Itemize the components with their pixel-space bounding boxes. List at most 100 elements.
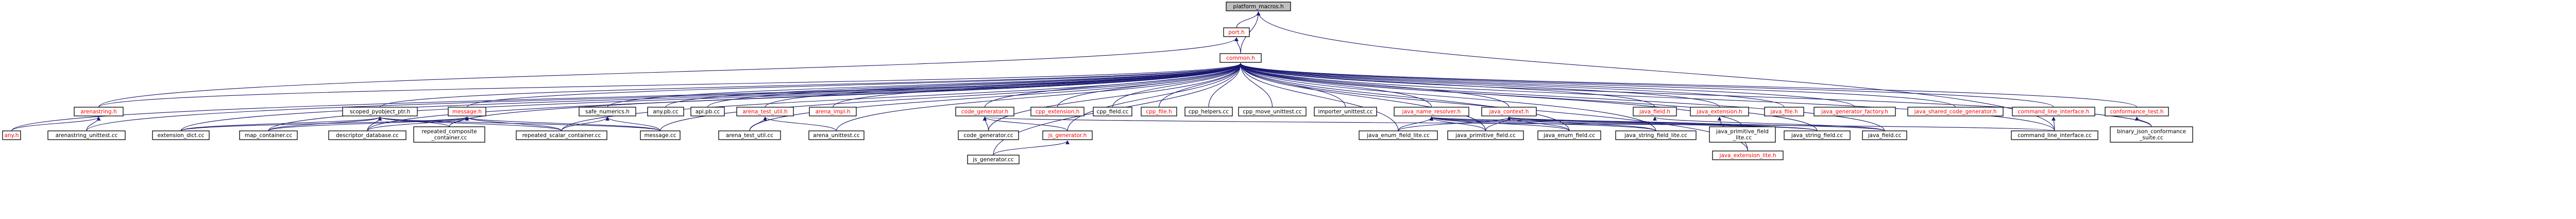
node-importer-unittest-cc[interactable]: importer_unittest.cc [1314, 107, 1377, 116]
edge-command-line-interface-cc-to-common-h [1239, 63, 2055, 131]
node-cpp-extension-h[interactable]: cpp_extension.h [1030, 107, 1084, 116]
node-box [718, 130, 781, 140]
node-cpp-field-cc[interactable]: cpp_field.cc [1093, 107, 1132, 116]
node-code-generator-h[interactable]: code_generator.h [955, 107, 1014, 116]
node-java-extension-h[interactable]: java_extension.h [1690, 107, 1749, 116]
node-label: importer_unittest.cc [1318, 109, 1372, 115]
node-box [1764, 107, 1804, 116]
node-message-h[interactable]: message.h [448, 107, 486, 116]
node-cpp-helpers-cc[interactable]: cpp_helpers.cc [1184, 107, 1233, 116]
node-label: code_generator.h [961, 109, 1008, 115]
node-map-container-cc[interactable]: map_container.cc [239, 130, 298, 140]
node-label: _lite.cc [1733, 135, 1752, 141]
node-box [2011, 130, 2098, 140]
node-label: arena_test_util.cc [726, 132, 773, 139]
edge-arenastring-h-to-port-h [98, 37, 1239, 108]
node-command-line-interface-h[interactable]: command_line_interface.h [2012, 107, 2095, 116]
node-java-string-field-lite-cc[interactable]: java_string_field_lite.cc [1615, 130, 1697, 140]
node-repeated-scalar-container-cc[interactable]: repeated_scalar_container.cc [516, 130, 607, 140]
node-cpp-move-unittest-cc[interactable]: cpp_move_unittest.cc [1238, 107, 1307, 116]
node-java-extension-lite-h[interactable]: java_extension_lite.h [1712, 150, 1784, 160]
node-any-pb-cc[interactable]: any.pb.cc [647, 107, 684, 116]
node-common-h[interactable]: common.h [1219, 53, 1262, 63]
node-js-generator-cc[interactable]: js_generator.cc [967, 155, 1020, 164]
node-scoped-pyobject-ptr-h[interactable]: scoped_pyobject_ptr.h [342, 107, 418, 116]
node-label: arenastring_unittest.cc [56, 132, 118, 139]
node-box [413, 126, 485, 143]
node-box [1633, 107, 1677, 116]
node-box [2105, 107, 2169, 116]
edge-java-string-field-cc-to-java-name-resolver-h [1430, 116, 1818, 131]
edge-java-enum-field-cc-to-java-context-h [1507, 116, 1570, 131]
node-js-generator-h[interactable]: js_generator.h [1042, 130, 1093, 140]
node-label: js_generator.cc [972, 157, 1014, 163]
node-code-generator-cc[interactable]: code_generator.cc [958, 130, 1019, 140]
edge-java-extension-h-to-common-h [1239, 63, 1720, 108]
node-java-context-h[interactable]: java_context.h [1481, 107, 1537, 116]
node-box [1447, 130, 1524, 140]
edge-message-h-to-common-h [466, 63, 1243, 108]
node-label: java_string_field_lite.cc [1624, 132, 1687, 139]
node-label: java_extension.h [1696, 109, 1742, 115]
node-arena-test-util-h[interactable]: arena_test_util.h [736, 107, 794, 116]
edge-java-enum-field-cc-to-java-name-resolver-h [1429, 116, 1570, 131]
node-java-field-cc[interactable]: java_field.cc [1862, 130, 1907, 140]
node-label: api.pb.cc [696, 109, 720, 115]
node-port-h[interactable]: port.h [1223, 27, 1250, 37]
node-label: java_extension_lite.h [1719, 153, 1776, 159]
node-arena-unittest-cc[interactable]: arena_unittest.cc [808, 130, 865, 140]
node-label: cpp_extension.h [1036, 109, 1080, 115]
node-descriptor-database-cc[interactable]: descriptor_database.cc [328, 130, 406, 140]
node-arenastring-unittest-cc[interactable]: arenastring_unittest.cc [47, 130, 126, 140]
node-api-pb-cc[interactable]: api.pb.cc [690, 107, 725, 116]
node-java-enum-field-cc[interactable]: java_enum_field.cc [1537, 130, 1601, 140]
edge-common-h-to-port-h [1234, 37, 1241, 54]
node-java-primitive-field-lite-cc[interactable]: java_primitive_field_lite.cc [1709, 126, 1776, 143]
node-any-h[interactable]: any.h [2, 130, 21, 140]
edge-java-primitive-field-lite-cc-to-java-context-h [1507, 116, 1743, 127]
edge-cpp-field-cc-to-common-h [1112, 63, 1243, 108]
node-java-enum-field-lite-cc[interactable]: java_enum_field_lite.cc [1359, 130, 1438, 140]
edge-extension-dict-cc-to-scoped-pyobject-ptr-h [180, 116, 382, 131]
node-java-primitive-field-cc[interactable]: java_primitive_field.cc [1447, 130, 1524, 140]
node-extension-dict-cc[interactable]: extension_dict.cc [152, 130, 210, 140]
node-box [1226, 2, 1291, 11]
node-arenastring-h[interactable]: arenastring.h [74, 107, 124, 116]
edge-safe-numerics-h-to-common-h [607, 63, 1243, 108]
node-label: java_string_field.cc [1791, 132, 1843, 139]
node-java-string-field-cc[interactable]: java_string_field.cc [1784, 130, 1851, 140]
edge-binary-json-conformance-suite-cc-to-common-h [1239, 63, 2152, 127]
node-box [2110, 126, 2193, 143]
node-label: _suite.cc [2139, 135, 2163, 141]
node-box [640, 130, 681, 140]
node-java-name-resolver-h[interactable]: java_name_resolver.h [1394, 107, 1469, 116]
node-box [736, 107, 794, 116]
node-label: arena_unittest.cc [813, 132, 860, 139]
node-box [1537, 130, 1601, 140]
node-binary-json-conformance-suite-cc[interactable]: binary_json_conformance_suite.cc [2110, 126, 2193, 143]
edge-arena-test-util-cc-to-common-h [749, 63, 1243, 131]
node-safe-numerics-h[interactable]: safe_numerics.h [579, 107, 636, 116]
node-box [1712, 150, 1784, 160]
node-message-cc[interactable]: message.cc [640, 130, 681, 140]
node-java-generator-factory-h[interactable]: java_generator_factory.h [1814, 107, 1896, 116]
node-label: java_field.cc [1868, 132, 1902, 139]
node-arena-impl-h[interactable]: arena_impl.h [809, 107, 857, 116]
node-box [1184, 107, 1233, 116]
node-conformance-test-h[interactable]: conformance_test.h [2105, 107, 2169, 116]
node-box [47, 130, 126, 140]
edge-any-h-to-arenastring-h [11, 116, 101, 131]
node-repeated-composite-container-cc[interactable]: repeated_composite_container.cc [413, 126, 485, 143]
node-cpp-file-h[interactable]: cpp_file.h [1141, 107, 1177, 116]
node-command-line-interface-cc[interactable]: command_line_interface.cc [2011, 130, 2098, 140]
node-java-field-h[interactable]: java_field.h [1633, 107, 1677, 116]
edge-map-container-cc-to-message-h [268, 116, 469, 131]
node-java-file-h[interactable]: java_file.h [1764, 107, 1804, 116]
node-arena-test-util-cc[interactable]: arena_test_util.cc [718, 130, 781, 140]
node-label: common.h [1226, 55, 1255, 61]
edge-java-generator-factory-h-to-common-h [1239, 63, 1855, 108]
edge-java-primitive-field-cc-to-common-h [1239, 63, 1486, 131]
node-java-shared-code-generator-h[interactable]: java_shared_code_generator.h [1907, 107, 2004, 116]
node-label: cpp_move_unittest.cc [1243, 109, 1302, 115]
